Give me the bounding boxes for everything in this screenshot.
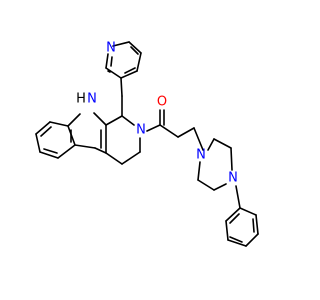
bond (57, 144, 76, 159)
bond (105, 152, 123, 165)
pyridine-nitrogen-label: N (106, 41, 116, 56)
bond (112, 41, 130, 47)
bond (136, 52, 142, 72)
molecule-structure: N H N N O N N (35, 41, 259, 247)
bond (225, 207, 241, 222)
bond (74, 144, 96, 149)
bond (35, 133, 41, 153)
bond (252, 218, 255, 233)
bond (255, 214, 259, 235)
bond (207, 138, 215, 151)
bond (229, 236, 243, 243)
bond (239, 207, 257, 216)
bond (121, 115, 135, 126)
bond (213, 183, 227, 191)
bonds (35, 41, 259, 247)
bond (43, 148, 58, 154)
piperazine-nitrogen-4-label: N (228, 171, 238, 186)
bond (230, 147, 233, 171)
bond (124, 67, 136, 74)
bond (121, 151, 141, 165)
bond (120, 70, 138, 79)
atom-labels: N H N N O N N (76, 41, 238, 186)
bond (227, 239, 247, 247)
bond (105, 67, 122, 79)
bond (105, 115, 123, 126)
bond (159, 124, 179, 138)
bond (245, 233, 259, 247)
bond (146, 124, 161, 132)
bond (40, 126, 52, 137)
bond (213, 138, 232, 149)
bond (197, 179, 215, 191)
piperazine-nitrogen-1-label: N (196, 148, 206, 163)
structure-canvas: N H N N O N N (35, 40, 259, 247)
bond (128, 41, 142, 54)
ring-nitrogen-label: N (136, 123, 146, 138)
bond (197, 161, 201, 181)
bond (235, 185, 241, 209)
bond (110, 56, 113, 67)
bond (120, 77, 123, 97)
bond (193, 127, 204, 151)
bond (93, 112, 107, 126)
carbonyl-oxygen-label: O (157, 95, 167, 110)
indole-nh-nitrogen-label: N (87, 92, 97, 107)
bond (35, 121, 51, 135)
bond (49, 121, 69, 127)
bond (105, 53, 109, 69)
indole-nh-hydrogen-label: H (76, 92, 86, 107)
bond (225, 220, 229, 241)
bond (107, 70, 111, 73)
bond (67, 113, 81, 127)
bond (177, 127, 195, 138)
bond (229, 213, 240, 224)
bond (94, 147, 107, 154)
bond (130, 46, 139, 55)
bond (39, 151, 59, 159)
